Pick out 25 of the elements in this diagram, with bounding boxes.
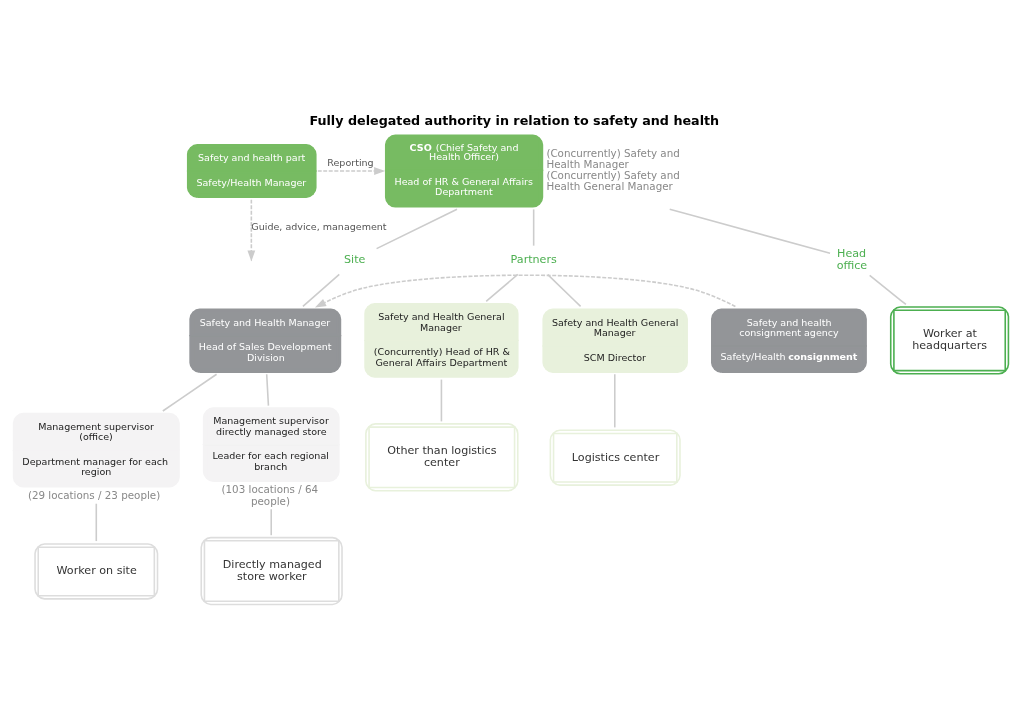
connector <box>302 273 341 308</box>
node-text: Partners <box>510 253 557 267</box>
node-text: Head office <box>836 247 868 272</box>
connector <box>485 273 519 303</box>
arrow <box>314 274 737 308</box>
connector <box>614 373 616 429</box>
connector <box>270 508 273 536</box>
node-label: (Concurrently) Safety and Health General Manager <box>546 169 680 193</box>
node-label: (Concurrently) Safety and Health Manager <box>546 147 680 171</box>
arrow <box>317 167 386 175</box>
node-text: Site <box>344 253 366 267</box>
connector <box>162 373 218 412</box>
node-label: (103 locations / 64 people) <box>221 483 319 507</box>
connector <box>265 373 270 407</box>
connector <box>868 274 907 306</box>
connector <box>668 208 831 255</box>
node-label: (29 locations / 23 people) <box>27 488 161 501</box>
connector <box>532 208 535 247</box>
connector <box>547 273 582 308</box>
edge-label: Reporting <box>327 156 374 168</box>
edge-label: Guide, advice, management <box>251 220 387 232</box>
diagram-title: Fully delegated authority in relation to safety and health <box>309 112 720 128</box>
connector <box>375 208 458 250</box>
connector <box>95 502 98 542</box>
connector <box>440 378 443 423</box>
